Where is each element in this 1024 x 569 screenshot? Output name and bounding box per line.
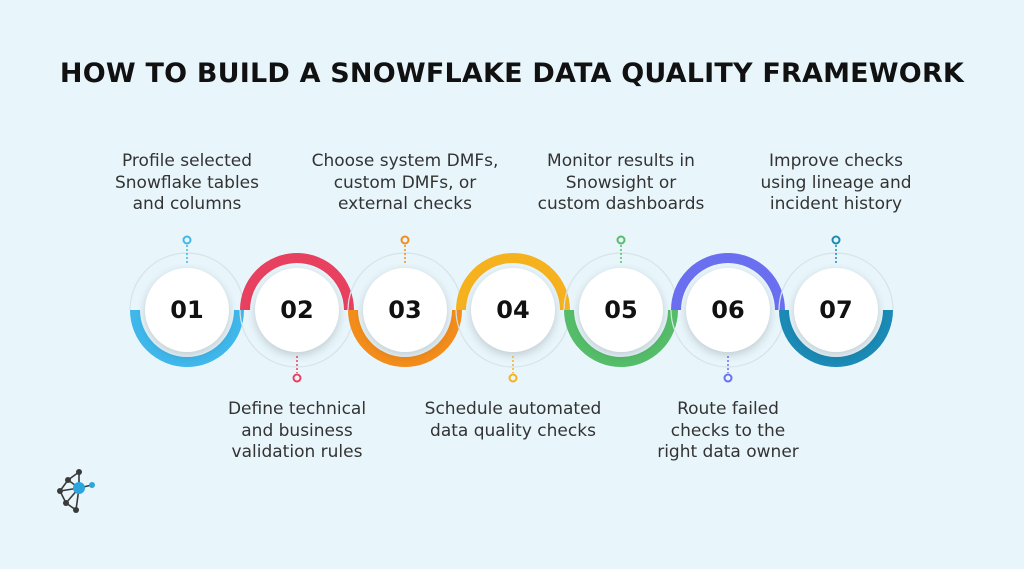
label-line: Schedule automated [424, 399, 602, 419]
label-line: incident history [769, 194, 903, 214]
label-line: custom DMFs, or [333, 172, 477, 193]
step-connector [399, 235, 411, 265]
step-arc [239, 253, 355, 368]
step-connector [830, 235, 842, 265]
label-line: validation rules [231, 442, 363, 462]
step-06: 06 [668, 250, 788, 370]
step-arc [670, 253, 786, 368]
label-line: Monitor results in [547, 151, 695, 171]
label-line: data quality checks [430, 420, 596, 441]
label-line: Snowflake tables [114, 172, 259, 193]
step-connector [291, 354, 303, 384]
page-title: HOW TO BUILD A SNOWFLAKE DATA QUALITY FR… [59, 58, 965, 89]
step-01: 01 [127, 250, 247, 370]
step-connector [181, 235, 193, 265]
label-line: custom dashboards [537, 194, 705, 214]
network-logo-icon [57, 469, 95, 513]
step-number: 05 [579, 268, 663, 352]
step-07: 07 [776, 250, 896, 370]
label-line: Snowsight or [565, 172, 677, 193]
label-line: Profile selected [121, 151, 253, 171]
step-connector [722, 354, 734, 384]
step-04: 04 [453, 250, 573, 370]
label-line: checks to the [670, 420, 786, 441]
step-number: 07 [794, 268, 878, 352]
label-line: external checks [338, 194, 472, 214]
label-line: right data owner [657, 442, 799, 462]
step-connector [615, 235, 627, 265]
step-number: 02 [255, 268, 339, 352]
label-line: and business [241, 420, 353, 441]
step-05: 05 [561, 250, 681, 370]
step-number: 04 [471, 268, 555, 352]
label-line: Route failed [677, 399, 779, 419]
label-line: Define technical [227, 399, 367, 419]
step-03: 03 [345, 250, 465, 370]
label-line: using lineage and [760, 172, 912, 193]
step-02: 02 [237, 250, 357, 370]
label-line: Choose system DMFs, [311, 151, 499, 171]
step-number: 06 [686, 268, 770, 352]
step-number: 03 [363, 268, 447, 352]
step-connector [507, 354, 519, 384]
step-number: 01 [145, 268, 229, 352]
step-arc [455, 253, 571, 368]
label-line: Improve checks [769, 151, 903, 171]
label-line: and columns [132, 194, 242, 214]
